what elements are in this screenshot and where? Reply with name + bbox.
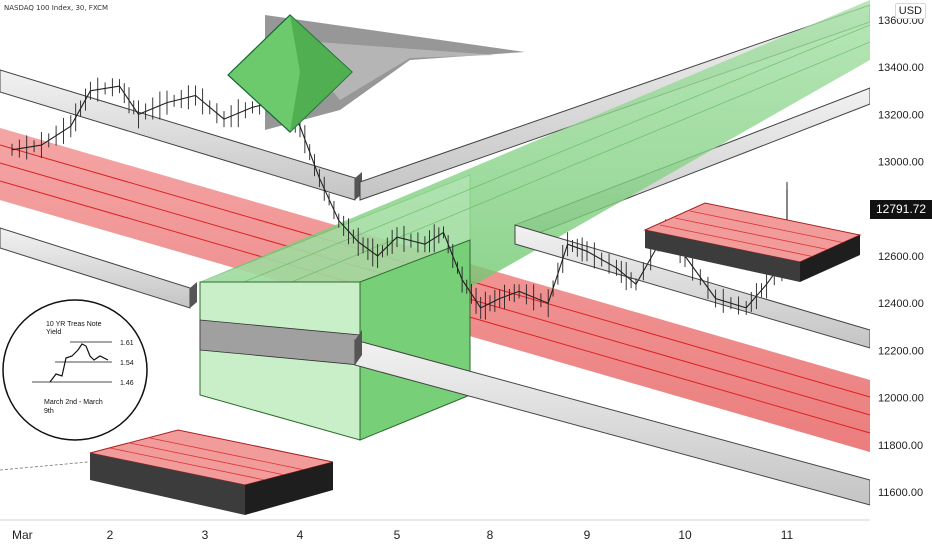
inset-level-0: 1.61 (120, 340, 134, 347)
y-tick-label: 13200.00 (878, 109, 924, 121)
x-tick-label: 4 (297, 528, 304, 542)
inset-caption-2: 9th (44, 408, 54, 415)
green-box-3d (199, 239, 471, 441)
x-tick-label: 2 (107, 528, 114, 542)
y-tick-label: 12400.00 (878, 298, 924, 310)
red-box-bottom-left (89, 429, 334, 515)
price-axis-bg (870, 0, 932, 550)
last-price-tag: 12791.72 (870, 200, 932, 219)
dashed-connector (0, 461, 89, 471)
x-tick-label: 5 (394, 528, 401, 542)
y-tick-label: 11800.00 (878, 440, 923, 452)
x-tick-label: 9 (584, 528, 591, 542)
x-tick-label: 3 (202, 528, 209, 542)
x-tick-label: 11 (781, 528, 794, 542)
ticker-label: NASDAQ 100 Index, 30, FXCM (4, 4, 109, 12)
inset-level-2: 1.46 (120, 380, 134, 387)
inset-title-2: Yield (46, 329, 61, 336)
y-tick-label: 13400.00 (878, 62, 924, 74)
inset-level-1: 1.54 (120, 360, 134, 367)
x-tick-label: 10 (678, 528, 692, 542)
gray-channel-lower-left (0, 227, 197, 309)
inset-title-1: 10 YR Treas Note (46, 321, 102, 328)
inset-caption-1: March 2nd - March (44, 399, 103, 406)
x-tick-label: 8 (487, 528, 494, 542)
green-cube (227, 14, 525, 133)
red-box-right (643, 202, 862, 282)
y-tick-label: 13000.00 (878, 157, 924, 169)
y-tick-label: 12200.00 (878, 345, 924, 357)
y-tick-label: 11600.00 (878, 487, 923, 499)
y-tick-label: 12600.00 (878, 251, 924, 263)
y-tick-label: 12000.00 (878, 393, 924, 405)
time-axis-bg (0, 521, 870, 550)
yield-inset: 10 YR Treas Note Yield 1.61 1.54 1.46 Ma… (2, 299, 148, 441)
currency-button[interactable]: USD (894, 3, 926, 19)
x-tick-label: Mar (12, 528, 33, 542)
time-axis[interactable]: Mar 2 3 4 5 8 9 10 11 (12, 528, 794, 542)
